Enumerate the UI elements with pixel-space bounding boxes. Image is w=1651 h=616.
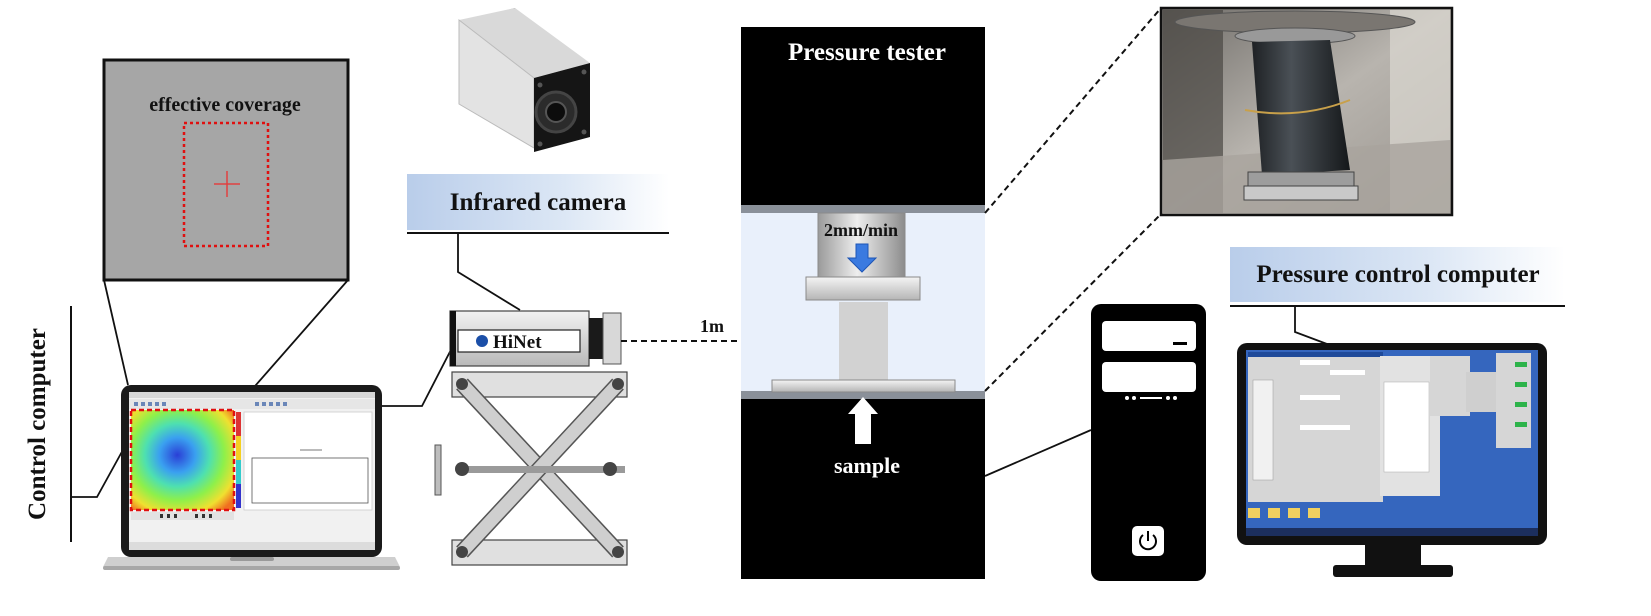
sample-label: sample bbox=[834, 453, 900, 478]
up-arrow-icon bbox=[848, 397, 878, 444]
power-icon bbox=[1139, 531, 1157, 551]
pressure-control-computer-label: Pressure control computer bbox=[1256, 261, 1539, 288]
camera-brand-label: HiNet bbox=[493, 332, 542, 353]
sample-block bbox=[839, 302, 888, 380]
infrared-camera-label-group: Infrared camera bbox=[407, 174, 669, 311]
sample-photo bbox=[1159, 6, 1454, 217]
infrared-camera-label: Infrared camera bbox=[450, 189, 627, 216]
infrared-camera-photo bbox=[458, 8, 590, 152]
pressure-control-computer-label-group: Pressure control computer bbox=[1230, 247, 1565, 345]
control-computer-label: Control computer bbox=[24, 328, 51, 520]
down-arrow-icon bbox=[846, 243, 878, 273]
effective-coverage-panel: effective coverage bbox=[102, 58, 350, 282]
pressure-tester-label: Pressure tester bbox=[788, 39, 946, 66]
pc-tower bbox=[1091, 304, 1206, 581]
monitor bbox=[1237, 343, 1547, 577]
camera-on-lift: HiNet bbox=[434, 310, 628, 566]
speed-label: 2mm/min bbox=[824, 220, 898, 240]
brand-logo-icon bbox=[476, 335, 488, 347]
effective-coverage-label: effective coverage bbox=[149, 94, 301, 116]
distance-label: 1m bbox=[700, 316, 724, 336]
coverage-region-outline bbox=[182, 121, 270, 248]
thermal-image bbox=[131, 410, 234, 510]
control-computer-label-group: Control computer bbox=[24, 306, 125, 542]
laptop bbox=[103, 385, 400, 570]
pressure-tester: Pressure tester 2mm/min sample bbox=[741, 27, 985, 579]
